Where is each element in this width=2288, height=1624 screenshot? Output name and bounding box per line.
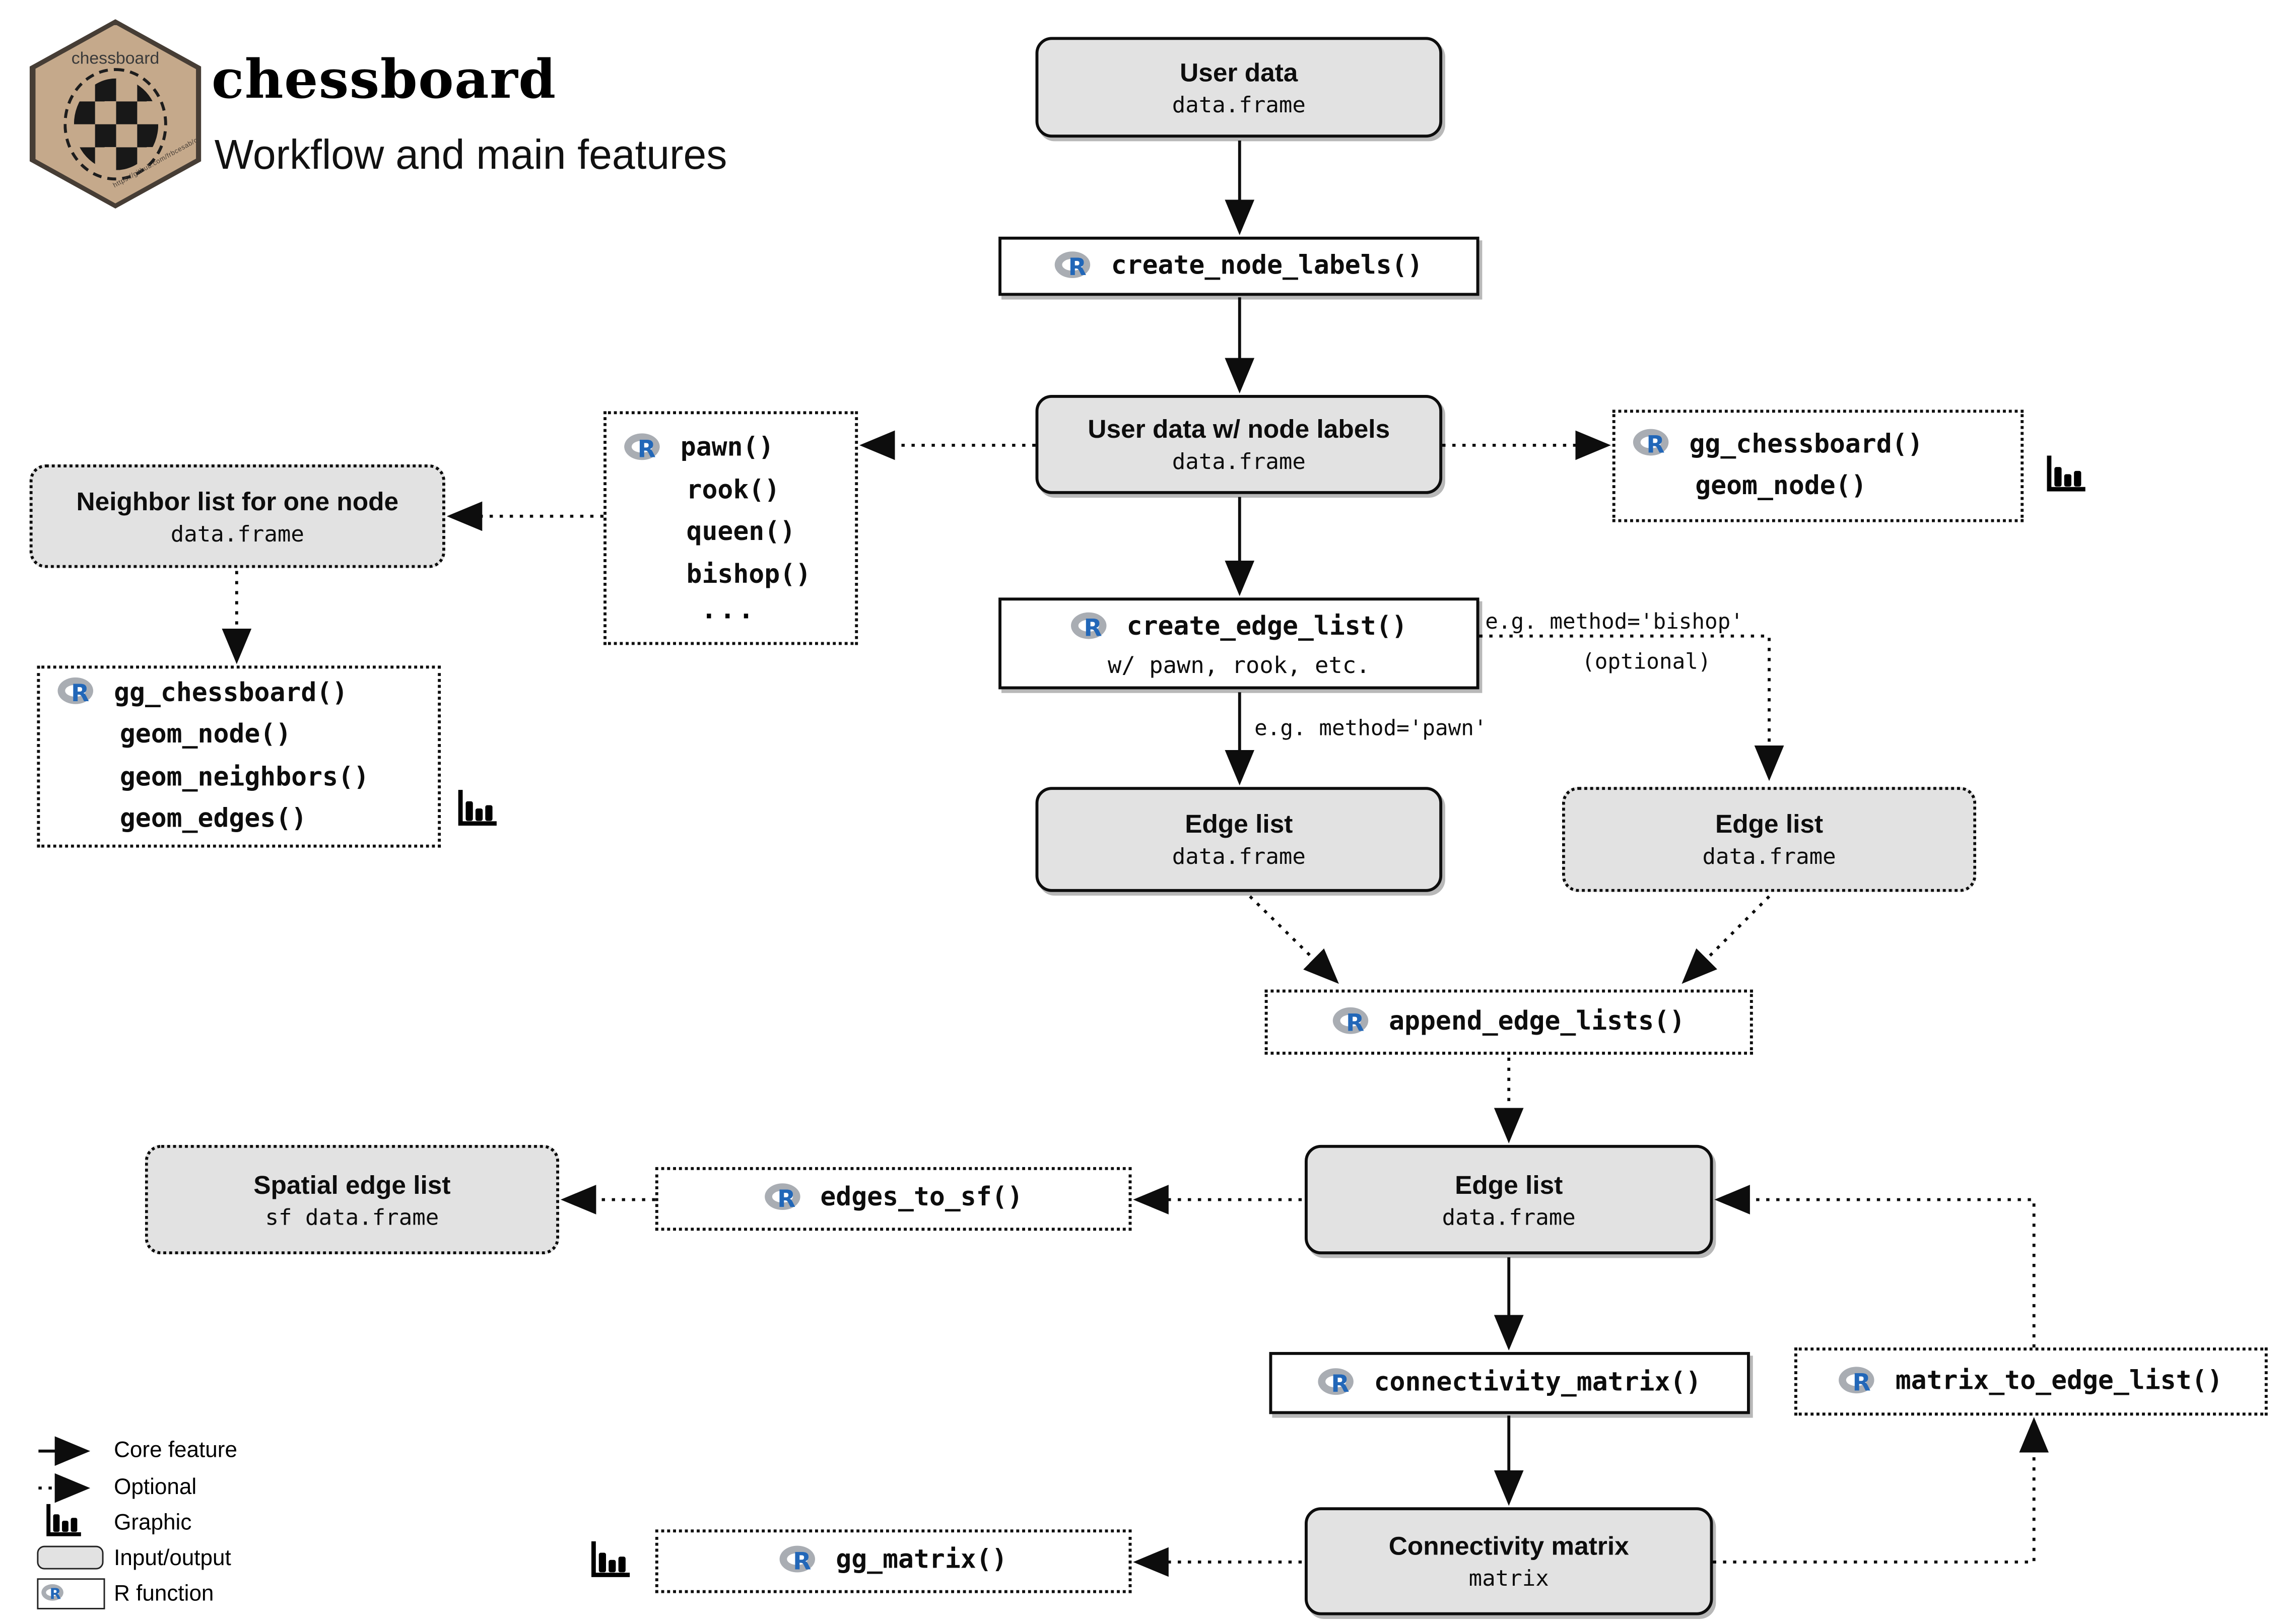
legend-optional: Optional [114,1474,197,1500]
fn-label: gg_chessboard() [114,678,348,708]
r-logo-icon: R [1839,1366,1880,1397]
fn-label: queen() [686,517,796,548]
fn-create-edge-list: R create_edge_list() w/ pawn, rook, etc. [998,597,1479,690]
arrow-edgelistleft-to-append [1249,895,1339,984]
fn-append-edge-lists: R append_edge_lists() [1264,989,1753,1055]
node-title: User data w/ node labels [1088,414,1390,444]
node-edge-list-right: Edge list data.frame [1562,787,1977,892]
hex-logo-background: chessboard https://github.com/frbcesab/c… [35,24,196,204]
fn-label: rook() [686,476,780,505]
node-title: Connectivity matrix [1388,1531,1629,1561]
fn-edges-to-sf: R edges_to_sf() [655,1167,1132,1231]
node-type: data.frame [1442,1203,1576,1230]
node-type: matrix [1468,1565,1549,1592]
fn-label: geom_edges() [119,804,307,835]
hex-logo-chessboard-ball [73,78,158,170]
r-logo-icon: R [1055,250,1096,282]
legend-graphic: Graphic [114,1510,192,1536]
r-logo-icon: R [1318,1367,1359,1399]
fn-label: pawn() [680,433,774,463]
arrow-createedgelist-to-edgelistright [1479,634,1784,781]
legend-r-function-sample: R [37,1578,105,1609]
page-title: chessboard [211,48,557,111]
node-title: Spatial edge list [253,1169,451,1199]
edge-label-method-pawn: e.g. method='pawn' [1254,717,1487,741]
graphic-bar-chart-icon [46,1504,81,1536]
hex-logo-ring [62,67,167,180]
node-user-data: User data data.frame [1035,37,1443,138]
fn-label: edges_to_sf() [820,1183,1023,1213]
fn-label: matrix_to_edge_list() [1895,1366,2223,1396]
node-title: Neighbor list for one node [76,486,399,516]
graphic-bar-chart-icon [591,1541,630,1577]
fn-ellipsis: ... [701,596,757,626]
node-title: User data [1180,57,1298,87]
node-type: sf data.frame [265,1203,439,1230]
node-type: data.frame [1172,843,1306,870]
fn-gg-chessboard-top: R gg_chessboard() geom_node() [1612,410,2024,522]
node-type: data.frame [170,520,304,547]
r-logo-icon: R [764,1183,805,1214]
fn-label: connectivity_matrix() [1374,1367,1702,1397]
hex-logo-label: chessboard [71,49,160,67]
node-type: data.frame [1702,843,1836,870]
page-subtitle: Workflow and main features [214,131,727,178]
legend-input-output-sample [37,1545,104,1570]
fn-label: bishop() [686,560,812,590]
fn-piece-methods: R pawn() rook() queen() bishop() ... [603,411,858,645]
fn-note: w/ pawn, rook, etc. [1107,652,1370,679]
node-connectivity-matrix: Connectivity matrix matrix [1304,1507,1713,1615]
arrow-edgelistright-to-append [1681,895,1771,984]
node-type: data.frame [1172,91,1306,118]
edge-label-optional: (optional) [1582,651,1711,675]
node-edge-list-main: Edge list data.frame [1304,1144,1713,1255]
fn-label: gg_chessboard() [1689,430,1923,459]
graphic-bar-chart-icon [458,790,497,826]
legend-input-output: Input/output [114,1545,231,1571]
r-logo-icon: R [624,433,665,464]
fn-connectivity-matrix: R connectivity_matrix() [1269,1351,1750,1414]
fn-gg-matrix: R gg_matrix() [655,1529,1132,1593]
r-logo-icon: R [779,1545,821,1577]
fn-label: geom_neighbors() [119,762,369,792]
fn-gg-chessboard-left: R gg_chessboard() geom_node() geom_neigh… [37,665,441,848]
graphic-bar-chart-icon [2047,455,2085,492]
arrow-matrix-to-matrixtoedgelist [1713,1417,2049,1564]
fn-label: create_node_labels() [1111,250,1423,281]
r-logo-icon: R [1332,1006,1374,1038]
legend-core-feature: Core feature [114,1438,237,1463]
r-logo-icon: R [1633,429,1674,460]
edge-label-method-bishop: e.g. method='bishop' [1485,611,1743,635]
fn-label: append_edge_lists() [1389,1006,1685,1037]
node-user-data-node-labels: User data w/ node labels data.frame [1035,395,1443,494]
arrow-matrixtoedgelist-to-edgelistmain [1714,1185,2036,1348]
node-title: Edge list [1455,1169,1563,1199]
r-logo-icon: R [41,1584,67,1603]
node-spatial-edge-list: Spatial edge list sf data.frame [145,1144,559,1255]
legend-r-function: R function [114,1581,214,1607]
node-type: data.frame [1172,448,1306,475]
fn-create-node-labels: R create_node_labels() [998,236,1479,296]
node-edge-list-left: Edge list data.frame [1035,787,1443,892]
node-neighbor-list: Neighbor list for one node data.frame [29,464,445,568]
fn-label: geom_node() [1695,471,1867,502]
r-logo-icon: R [1070,612,1112,644]
fn-label: gg_matrix() [836,1545,1007,1576]
node-title: Edge list [1185,809,1293,839]
fn-matrix-to-edge-list: R matrix_to_edge_list() [1794,1347,2268,1416]
r-logo-icon: R [57,678,99,709]
fn-label: create_edge_list() [1126,613,1407,643]
fn-label: geom_node() [119,720,292,750]
node-title: Edge list [1715,809,1824,839]
